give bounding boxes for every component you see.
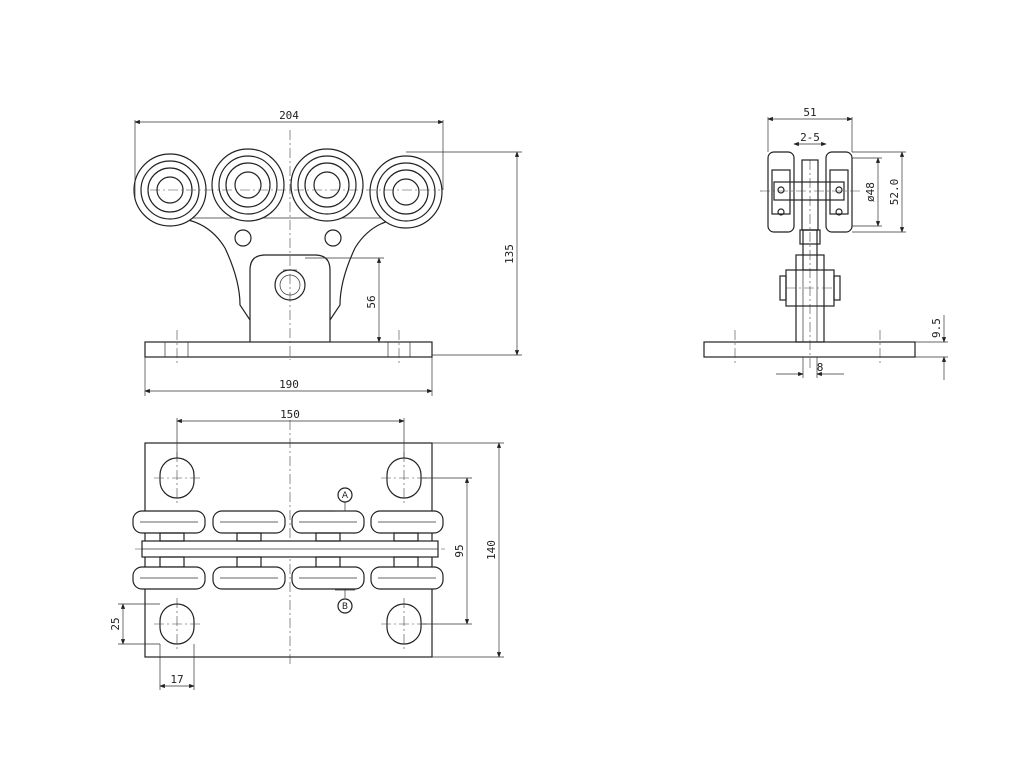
side-view: 51 2-5 ø48 52.0 9.5 8	[703, 106, 948, 380]
section-label-b: B	[342, 602, 348, 612]
plan-view: A B 150 95 140 25 17	[109, 408, 504, 690]
dim-51: 51	[803, 106, 816, 119]
dim-135: 135	[503, 244, 516, 264]
side-base-plate	[703, 341, 916, 358]
dim-56: 56	[365, 295, 378, 308]
dim-8: 8	[817, 361, 824, 374]
front-view: 204 135 56 190	[133, 109, 522, 396]
side-roller-section	[760, 151, 860, 233]
dim-190: 190	[279, 378, 299, 391]
front-hole-left	[234, 229, 252, 247]
dim-140: 140	[485, 540, 498, 560]
front-roller-2	[211, 148, 285, 222]
plan-rollers-top	[132, 510, 444, 534]
front-hole-right	[324, 229, 342, 247]
dim-dia-48: ø48	[864, 182, 877, 202]
dim-17: 17	[170, 673, 183, 686]
front-base-plate	[144, 341, 433, 358]
dim-204: 204	[279, 109, 299, 122]
dim-150: 150	[280, 408, 300, 421]
section-marker-a	[337, 487, 353, 503]
dim-2-5: 2-5	[800, 131, 820, 144]
front-roller-3	[290, 148, 364, 222]
section-label-a: A	[342, 491, 349, 501]
dim-95: 95	[453, 544, 466, 557]
plan-rollers-bottom	[132, 566, 444, 590]
section-marker-b	[337, 598, 353, 614]
front-roller-4	[369, 155, 443, 229]
dim-9-5: 9.5	[930, 318, 943, 338]
front-bracket	[249, 254, 331, 342]
dim-25: 25	[109, 617, 122, 630]
dim-52: 52.0	[888, 179, 901, 206]
